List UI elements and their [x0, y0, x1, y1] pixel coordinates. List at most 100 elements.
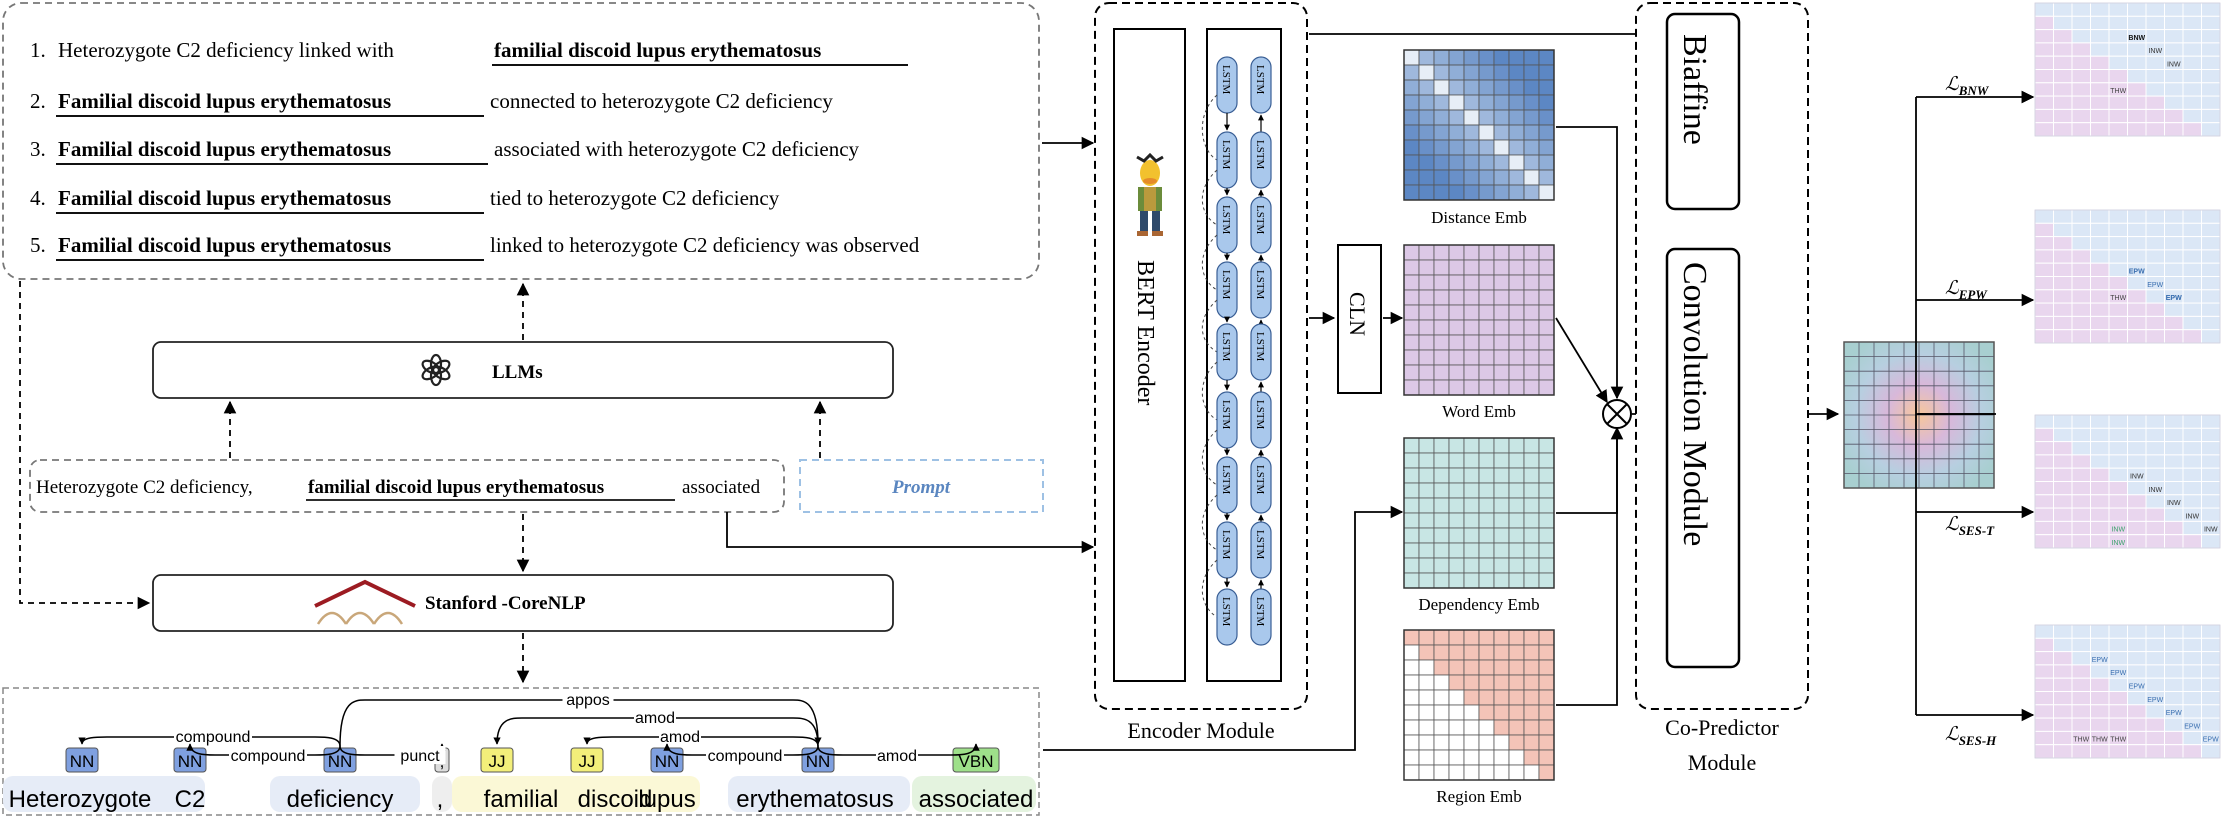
- embedding-cell: [1448, 704, 1465, 721]
- arc-label: amod: [635, 710, 675, 727]
- relation-grid-cell: [2071, 677, 2091, 693]
- relation-grid-cell: [2127, 427, 2147, 443]
- embedding-cell: [1418, 334, 1435, 351]
- relation-grid-cell: [2071, 262, 2091, 278]
- embedding-cell: [1523, 482, 1540, 499]
- relation-cell-label: INW: [2185, 513, 2199, 520]
- embedding-cell: [1433, 467, 1450, 484]
- relation-grid-cell: [2108, 704, 2128, 719]
- relation-grid-cell: [2053, 276, 2073, 291]
- relation-grid-cell: [2053, 454, 2073, 469]
- relation-grid-cell: [2164, 730, 2184, 746]
- relation-grid-cell: [2201, 209, 2221, 224]
- embedding-cell: [1508, 674, 1525, 691]
- embedding-cell: [1403, 674, 1420, 691]
- relation-grid-cell: [2164, 467, 2184, 483]
- embedding-cell: [1463, 79, 1480, 96]
- embedding-cell: [1418, 79, 1435, 96]
- relation-grid-cell: [2201, 302, 2221, 317]
- embedding-cell: [1523, 274, 1540, 291]
- embedding-cell: [1493, 274, 1510, 291]
- token-word: lupus: [638, 786, 695, 813]
- lstm-cell-label: LSTM: [1254, 597, 1266, 627]
- embedding-cell: [1463, 704, 1480, 721]
- relation-grid-cell: [2145, 29, 2165, 44]
- sentence-pre-text: Heterozygote C2 deficiency linked with: [58, 38, 394, 62]
- relation-grid-cell: [2090, 664, 2110, 679]
- token-word: discoid: [578, 786, 653, 813]
- embedding-cell: [1523, 79, 1540, 96]
- embedding-cell: [1418, 704, 1435, 721]
- embedding-cell: [1403, 154, 1420, 171]
- pos-tag-box: [480, 747, 514, 773]
- embedding-cell: [1418, 467, 1435, 484]
- embedding-cell: [1523, 154, 1540, 171]
- relation-grid-cell: [2034, 276, 2054, 291]
- embedding-cell: [1508, 304, 1525, 321]
- relation-grid-cell: [2145, 329, 2165, 344]
- relation-grid-cell: [2053, 494, 2073, 509]
- relation-grid-cell: [2071, 534, 2091, 549]
- relation-grid-cell: [2053, 414, 2073, 429]
- pos-tag-label: NN: [70, 752, 95, 771]
- embedding-cell: [1433, 124, 1450, 141]
- embedding-cell: [1418, 629, 1435, 646]
- embedding-cell: [1493, 64, 1510, 81]
- lstm-skip-arrow: [1201, 559, 1218, 618]
- relation-grid-cell: [2053, 249, 2073, 264]
- embedding-cell: [1523, 704, 1540, 721]
- relation-grid-cell: [2034, 209, 2054, 224]
- embedding-cell: [1433, 169, 1450, 186]
- relation-cell-label: INW: [2148, 48, 2162, 55]
- relation-grid-cell: [2201, 55, 2221, 71]
- relation-grid-cell: [2071, 315, 2091, 331]
- embedding-cell: [1448, 304, 1465, 321]
- relation-grid-cell: [2164, 664, 2184, 679]
- embedding-cell: [1523, 349, 1540, 366]
- relation-grid-cell: [2090, 414, 2110, 429]
- corenlp-label: Stanford -CoreNLP: [425, 593, 586, 614]
- relation-grid-cell: [2182, 494, 2202, 509]
- corenlp-box: [152, 574, 894, 632]
- relation-grid-cell: [2090, 467, 2110, 483]
- relation-grid-cell: [2108, 29, 2128, 44]
- embedding-cell: [1523, 319, 1540, 336]
- relation-grid-cell: [2034, 222, 2054, 238]
- relation-grid-cell: [2053, 82, 2073, 97]
- embedding-cell: [1493, 184, 1510, 201]
- arc-label: appos: [566, 692, 610, 709]
- relation-grid-cell: [2053, 441, 2073, 456]
- relation-grid-cell: [2053, 717, 2073, 732]
- embedding-cell: [1493, 497, 1510, 514]
- embedding-cell: [1478, 124, 1495, 141]
- embedding-cell: [1463, 512, 1480, 529]
- relation-grid-cell: [2108, 651, 2128, 666]
- relation-grid-cell: [2053, 637, 2073, 653]
- dependency-content: NNHeterozygoteNNC2NNdeficiency,,JJfamili…: [3, 690, 1036, 813]
- relation-cell-label: THW: [2110, 737, 2126, 744]
- embedding-cell: [1433, 334, 1450, 351]
- relation-grid-cell: [2053, 29, 2073, 44]
- relation-cell-label: BNW: [2128, 35, 2145, 42]
- relation-grid-cell: [2108, 441, 2128, 456]
- relation-grid-cell: [2108, 42, 2128, 57]
- embedding-cell: [1448, 154, 1465, 171]
- distance-embedding-grid: [1403, 49, 1555, 201]
- embedding-cell: [1448, 437, 1465, 454]
- relation-grid-cell: [2108, 55, 2128, 71]
- relation-grid-cell: [2034, 69, 2054, 84]
- relation-grid-cell: [2127, 494, 2147, 509]
- relation-grid-cell: [2182, 664, 2202, 679]
- relation-grid-cell: [2182, 427, 2202, 443]
- relation-grid-cell: [2071, 507, 2091, 522]
- embedding-cell: [1433, 64, 1450, 81]
- stanford-arch-logo-icon: [314, 579, 416, 625]
- arc-label: amod: [660, 729, 700, 746]
- embedding-cell: [1523, 64, 1540, 81]
- embedding-cell: [1493, 557, 1510, 574]
- relation-grid-cell: [2127, 82, 2147, 97]
- embedding-cell: [1418, 557, 1435, 574]
- embedding-cell: [1493, 304, 1510, 321]
- lstm-cell-label: LSTM: [1220, 65, 1232, 95]
